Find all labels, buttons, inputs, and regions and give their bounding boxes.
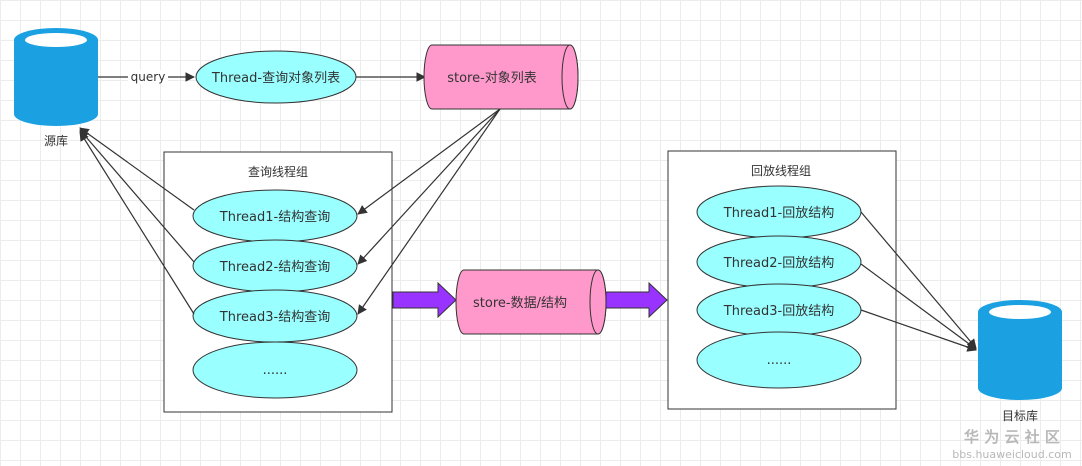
query-edge-label: query <box>131 70 166 84</box>
edge-store-to-thread1 <box>357 108 501 215</box>
store-object-list-node <box>423 44 579 110</box>
edge-thread3-to-source <box>79 131 195 315</box>
query-thread-1-label: Thread1-结构查询 <box>219 210 330 225</box>
store-data-label: store-数据/结构 <box>473 296 567 311</box>
edge-replay2-to-target <box>860 263 977 350</box>
target-database <box>978 300 1062 400</box>
block-arrow-store-to-replay <box>605 281 668 319</box>
replay-thread-3-label: Thread3-回放结构 <box>723 304 834 319</box>
source-database <box>14 28 98 126</box>
edge-store-to-thread2 <box>357 108 501 265</box>
source-db-label: 源库 <box>44 133 68 148</box>
edge-thread1-to-source <box>79 127 195 211</box>
replay-thread-1-label: Thread1-回放结构 <box>723 206 834 221</box>
replay-thread-more-label: ...... <box>767 353 792 368</box>
query-thread-3-label: Thread3-结构查询 <box>219 310 330 325</box>
replay-thread-2-label: Thread2-回放结构 <box>723 256 834 271</box>
watermark-title: 华 为 云 社 区 <box>964 428 1060 446</box>
edge-replay3-to-target <box>860 309 977 352</box>
query-label-bg <box>128 70 168 84</box>
store-object-list-label: store-对象列表 <box>447 71 537 86</box>
edge-replay1-to-target <box>860 211 977 349</box>
target-db-label: 目标库 <box>1002 408 1038 423</box>
watermark-url: bbs.huaweicloud.com <box>952 448 1071 461</box>
query-thread-2-label: Thread2-结构查询 <box>219 260 330 275</box>
store-data-node <box>455 269 607 335</box>
query-thread-more-label: ...... <box>263 363 288 378</box>
replay-thread-more <box>696 331 862 389</box>
edge-store-to-thread3 <box>357 108 501 315</box>
block-arrow-query-to-store <box>392 281 457 319</box>
query-group-title: 查询线程组 <box>248 164 308 179</box>
replay-group-title: 回放线程组 <box>751 163 811 178</box>
query-list-thread-label: Thread-查询对象列表 <box>211 71 340 86</box>
edge-thread2-to-source <box>79 129 195 263</box>
query-thread-more <box>192 341 358 399</box>
